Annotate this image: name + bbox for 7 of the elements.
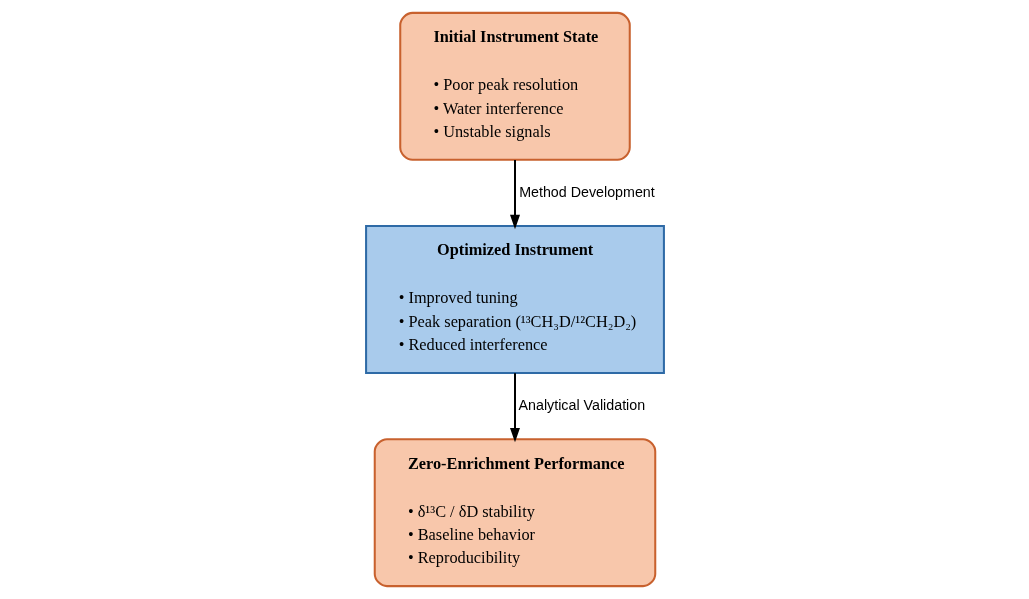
node-box: Zero-Enrichment Performance • δ¹³C / δD stability • Baseline behavior • Reproducibility (373, 438, 656, 588)
node-box: Optimized Instrument • Improved tuning • Peak separation (¹³CH₃D/¹²CH₂D₂) • Reduced interference (364, 225, 665, 374)
node-box: Initial Instrument State • Poor peak resolution • Water interference • Unstable signals (398, 11, 631, 161)
edge-label: Analytical Validation (518, 396, 645, 413)
arrow (509, 373, 520, 443)
edge-label: Method Development (518, 183, 655, 200)
arrow (509, 160, 520, 230)
